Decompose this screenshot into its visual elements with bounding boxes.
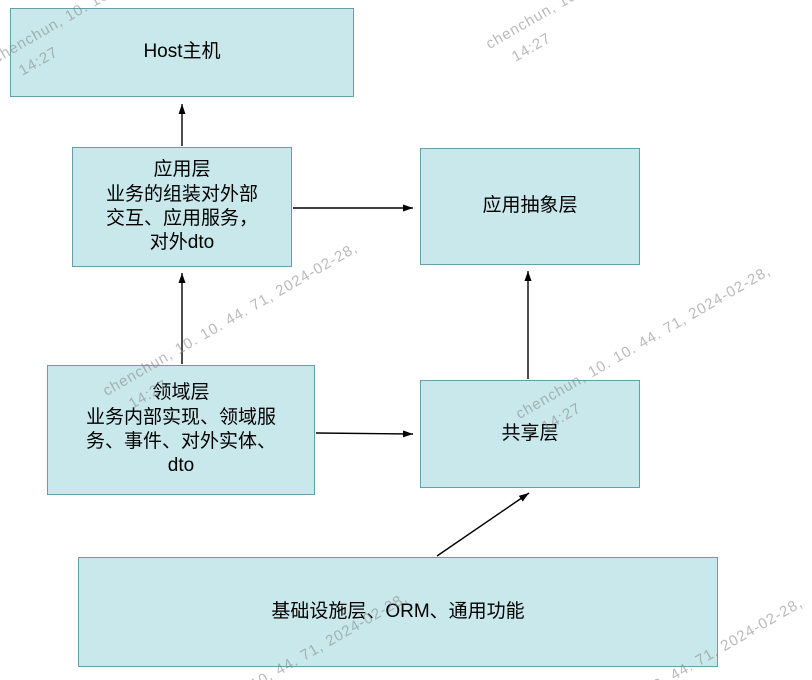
node-infrastructure-layer: 基础设施层、ORM、通用功能: [78, 557, 718, 667]
watermark-line1: chenchun, 10. 10. 44. 71, 2024-02-28,: [483, 0, 744, 53]
node-shared-layer-label: 共享层: [501, 422, 559, 444]
node-domain-layer-label: 领域层 业务内部实现、领域服 务、事件、对外实体、 dto: [85, 382, 276, 477]
node-application-layer-label: 应用层 业务的组装对外部 交互、应用服务， 对外dto: [105, 159, 258, 254]
node-application-abstraction-layer-label: 应用抽象层: [482, 195, 578, 217]
node-shared-layer: 共享层: [420, 380, 640, 488]
node-host: Host主机: [10, 8, 354, 97]
node-infrastructure-layer-label: 基础设施层、ORM、通用功能: [271, 600, 525, 622]
node-domain-layer: 领域层 业务内部实现、领域服 务、事件、对外实体、 dto: [47, 365, 315, 495]
arrow-domain-to-shared: [315, 430, 414, 438]
node-application-layer: 应用层 业务的组装对外部 交互、应用服务， 对外dto: [72, 147, 292, 267]
watermark: chenchun, 10. 10. 44. 71, 2024-02-28, 14…: [483, 0, 756, 74]
arrow-infrastructure-to-shared: [436, 492, 530, 557]
node-host-label: Host主机: [143, 41, 221, 63]
node-application-abstraction-layer: 应用抽象层: [420, 148, 640, 265]
watermark-line2: 14:27: [508, 29, 555, 66]
